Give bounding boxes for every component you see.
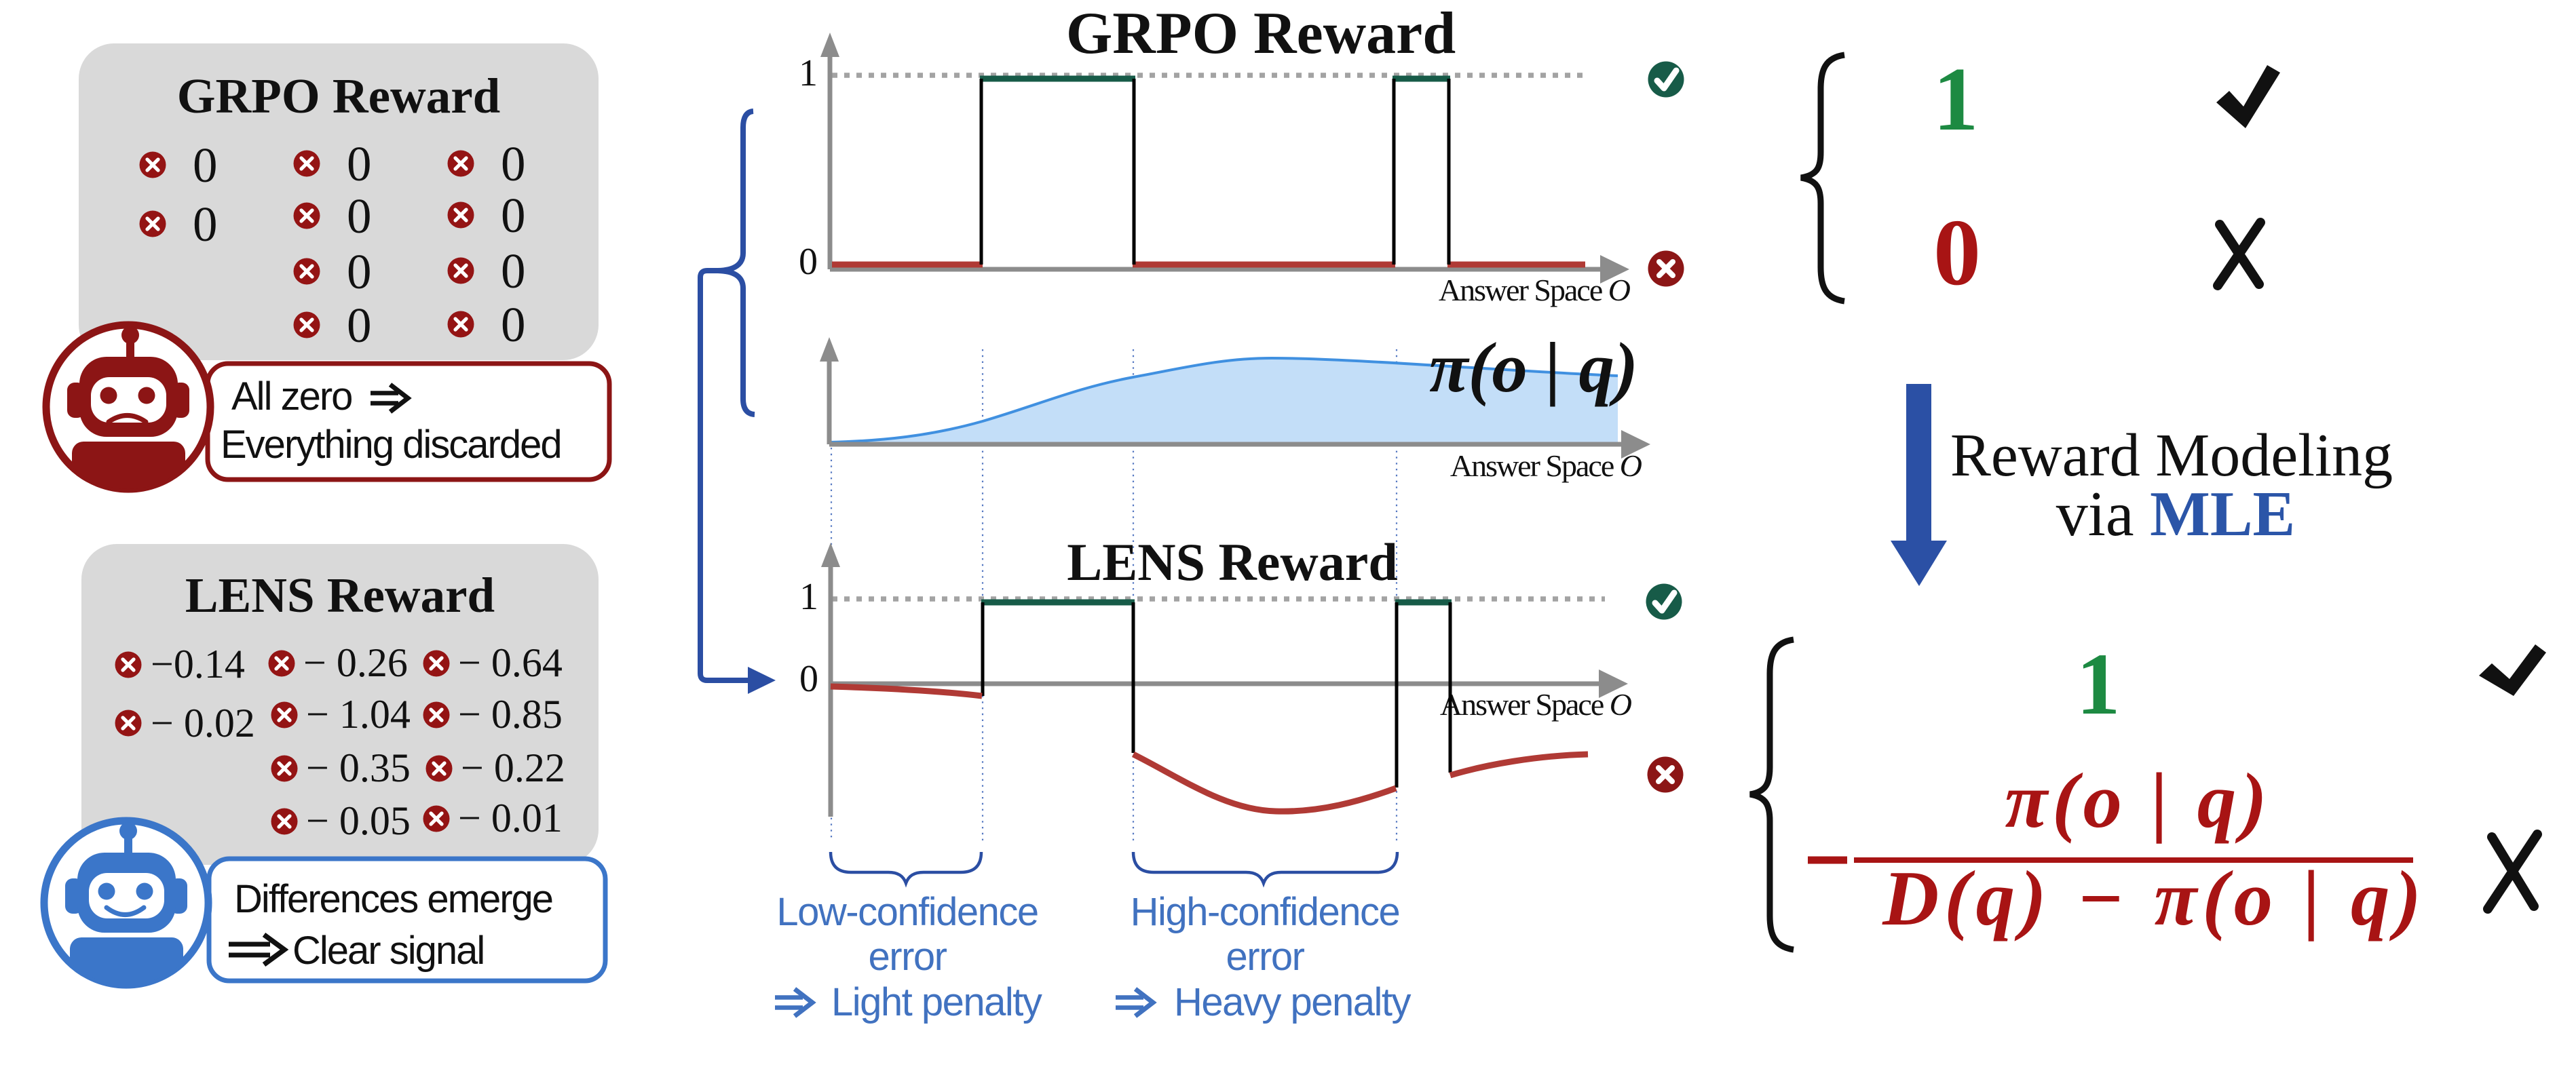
svg-text:0: 0 <box>501 136 526 191</box>
svg-text:0: 0 <box>347 298 372 353</box>
svg-text:via MLE: via MLE <box>2056 479 2295 549</box>
svg-text:0: 0 <box>501 297 526 352</box>
svg-text:0: 0 <box>1933 200 1981 305</box>
svg-text:GRPO Reward: GRPO Reward <box>1066 1 1456 66</box>
svg-text:error: error <box>869 935 947 979</box>
svg-text:Low-confidence: Low-confidence <box>776 890 1038 934</box>
svg-text:0: 0 <box>799 658 818 700</box>
svg-text:− 0.22: − 0.22 <box>461 745 565 790</box>
svg-text:Answer Space O: Answer Space O <box>1439 273 1631 307</box>
svg-text:− 0.85: − 0.85 <box>458 692 563 737</box>
svg-text:− 0.05: − 0.05 <box>306 798 411 843</box>
svg-text:Light penalty: Light penalty <box>831 980 1042 1024</box>
svg-text:0: 0 <box>347 189 372 244</box>
svg-text:Answer Space O: Answer Space O <box>1450 448 1642 483</box>
svg-text:High-confidence: High-confidence <box>1131 890 1400 934</box>
svg-text:D(q) − π(o | q): D(q) − π(o | q) <box>1882 855 2427 941</box>
svg-text:1: 1 <box>799 52 818 94</box>
svg-text:Differences emerge: Differences emerge <box>234 877 552 921</box>
svg-text:All zero: All zero <box>231 374 352 419</box>
svg-text:Clear signal: Clear signal <box>292 929 484 973</box>
svg-text:π(o | q): π(o | q) <box>2005 758 2271 844</box>
svg-text:0: 0 <box>501 244 526 298</box>
svg-text:Heavy penalty: Heavy penalty <box>1174 980 1412 1024</box>
svg-text:0: 0 <box>193 197 218 252</box>
svg-text:0: 0 <box>501 188 526 243</box>
svg-text:− 0.35: − 0.35 <box>306 745 411 790</box>
svg-text:π(o | q): π(o | q) <box>1429 328 1638 407</box>
svg-text:0: 0 <box>799 241 818 283</box>
svg-text:0: 0 <box>193 138 218 193</box>
svg-text:error: error <box>1226 935 1305 979</box>
svg-text:1: 1 <box>799 576 818 618</box>
svg-text:1: 1 <box>1933 49 1979 149</box>
svg-text:Reward Modeling: Reward Modeling <box>1950 422 2393 489</box>
svg-text:− 0.01: − 0.01 <box>458 796 563 840</box>
svg-text:GRPO Reward: GRPO Reward <box>177 69 500 123</box>
svg-text:0: 0 <box>347 244 372 299</box>
svg-text:− 1.04: − 1.04 <box>306 692 411 737</box>
svg-text:0: 0 <box>347 136 372 191</box>
svg-text:−0.14: −0.14 <box>151 642 245 686</box>
svg-text:1: 1 <box>2077 636 2121 733</box>
svg-text:LENS Reward: LENS Reward <box>185 568 495 623</box>
svg-text:− 0.26: − 0.26 <box>303 640 408 685</box>
svg-text:Answer Space O: Answer Space O <box>1440 687 1632 722</box>
svg-text:− 0.64: − 0.64 <box>458 640 563 685</box>
svg-text:− 0.02: − 0.02 <box>151 701 255 745</box>
svg-text:Everything discarded: Everything discarded <box>221 423 561 467</box>
svg-text:LENS Reward: LENS Reward <box>1067 532 1398 591</box>
